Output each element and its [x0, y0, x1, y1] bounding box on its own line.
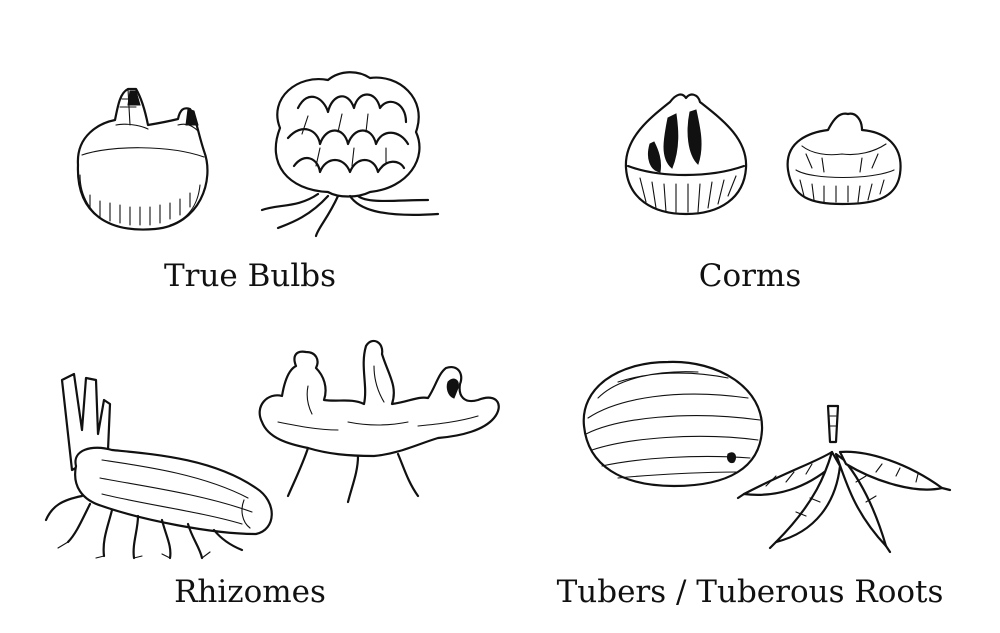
true-bulbs-panel: True Bulbs — [0, 0, 500, 316]
ginger-rhizome-icon — [258, 339, 500, 504]
crocus-corm-icon — [624, 93, 748, 216]
corms-label: Corms — [698, 258, 802, 294]
rhizomes-panel: Rhizomes — [0, 316, 500, 633]
dahlia-tuber-icon — [736, 404, 952, 554]
tubers-label: Tubers / Tuberous Roots — [556, 574, 944, 610]
true-bulbs-label: True Bulbs — [163, 258, 337, 294]
iris-rhizome-icon — [44, 372, 273, 560]
rhizomes-label: Rhizomes — [174, 574, 326, 610]
layered-bulb-icon — [260, 71, 440, 238]
corms-panel: Corms — [500, 0, 1000, 316]
tulip-bulb-icon — [76, 87, 209, 231]
potato-tuber-icon — [582, 360, 764, 488]
gladiolus-corm-icon — [786, 112, 902, 206]
tubers-panel: Tubers / Tuberous Roots — [500, 316, 1000, 633]
